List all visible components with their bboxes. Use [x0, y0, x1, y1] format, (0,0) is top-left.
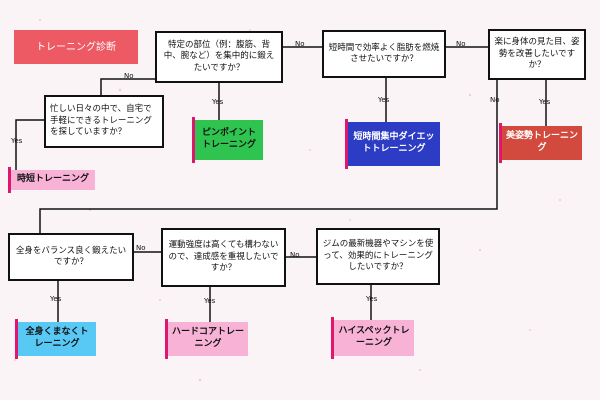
question-specific-area-text: 特定の部位（例：腹筋、背中、腕など）を集中的に鍛えたいですか？: [163, 39, 275, 73]
result-posture: 美姿勢トレーニング: [499, 123, 582, 163]
result-hiit: 短時間集中ダイエットトレーニング: [345, 119, 440, 169]
question-balance-text: 全身をバランス良く鍛えたいですか？: [15, 245, 127, 267]
label-yes: Yes: [366, 295, 378, 303]
label-no: No: [490, 96, 500, 104]
question-gym: ジムの最新機器やマシンを使って、効果的にトレーニングしたいですか？: [316, 228, 440, 285]
question-gym-text: ジムの最新機器やマシンを使って、効果的にトレーニングしたいですか？: [322, 239, 434, 273]
label-no: No: [290, 251, 300, 259]
label-yes: Yes: [539, 98, 551, 106]
label-yes: Yes: [50, 295, 62, 303]
question-posture: 楽に身体の見た目、姿勢を改善したいですか？: [488, 29, 586, 80]
result-short: 時短トレーニング: [8, 167, 95, 193]
result-highspec: ハイスペックトレーニング: [331, 317, 414, 359]
question-posture-text: 楽に身体の見た目、姿勢を改善したいですか？: [494, 37, 580, 71]
result-posture-text: 美姿勢トレーニング: [506, 131, 579, 153]
label-no: No: [456, 40, 466, 48]
result-fullbody: 全身くまなくトレーニング: [15, 319, 96, 359]
result-pinpoint: ピンポイントトレーニング: [192, 117, 263, 163]
label-no: No: [136, 244, 146, 252]
question-balance: 全身をバランス良く鍛えたいですか？: [8, 233, 134, 281]
result-accent-bar: [331, 317, 334, 359]
question-specific-area: 特定の部位（例：腹筋、背中、腕など）を集中的に鍛えたいですか？: [155, 31, 283, 83]
result-accent-bar: [345, 119, 348, 169]
result-hardcore-text: ハードコアトレーニング: [172, 327, 245, 349]
result-accent-bar: [192, 117, 195, 163]
question-busy-text: 忙しい日々の中で、自宅で手軽にできるトレーニングを探していますか？: [50, 104, 152, 138]
question-busy: 忙しい日々の中で、自宅で手軽にできるトレーニングを探していますか？: [44, 95, 164, 148]
label-no: No: [124, 72, 134, 80]
label-yes: Yes: [204, 297, 216, 305]
result-accent-bar: [8, 167, 11, 193]
question-fat-burn-text: 短時間で効率よく脂肪を燃焼させたいですか？: [328, 42, 440, 64]
flowchart-title-text: トレーニング診断: [36, 41, 116, 53]
flowchart-title: トレーニング診断: [14, 30, 138, 64]
result-pinpoint-text: ピンポイントトレーニング: [201, 128, 256, 150]
label-yes: Yes: [11, 137, 23, 145]
result-accent-bar: [15, 319, 18, 359]
question-intensity-text: 運動強度は高くても構わないので、達成感を重視したいですか？: [168, 240, 279, 274]
question-intensity: 運動強度は高くても構わないので、達成感を重視したいですか？: [161, 228, 286, 287]
label-yes: Yes: [212, 98, 224, 106]
result-accent-bar: [165, 319, 168, 359]
label-no: No: [295, 40, 305, 48]
question-fat-burn: 短時間で効率よく脂肪を燃焼させたいですか？: [322, 30, 446, 78]
result-short-text: 時短トレーニング: [16, 174, 89, 185]
result-accent-bar: [499, 123, 502, 163]
result-fullbody-text: 全身くまなくトレーニング: [25, 327, 89, 349]
label-yes: Yes: [378, 96, 390, 104]
result-hardcore: ハードコアトレーニング: [165, 319, 248, 359]
result-hiit-text: 短時間集中ダイエットトレーニング: [353, 132, 435, 154]
result-highspec-text: ハイスペックトレーニング: [338, 326, 410, 348]
